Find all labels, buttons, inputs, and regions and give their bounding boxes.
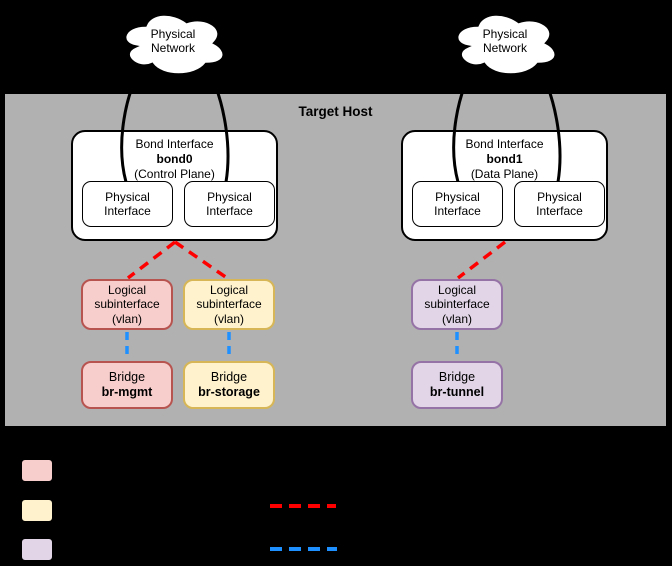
vlan-label: Logical subinterface (vlan) [424, 282, 490, 326]
physical-interface-label: Physical Interface [434, 190, 481, 218]
bond1-name: bond1 [486, 152, 523, 166]
legend-swatch-tunnel [21, 538, 53, 561]
vlan-box-tunnel: Logical subinterface (vlan) [411, 279, 503, 330]
bridge-title: Bridge [438, 370, 476, 384]
bond0-name: bond0 [156, 152, 193, 166]
bridge-name: br-storage [198, 385, 260, 399]
physical-interface-label: Physical Interface [104, 190, 151, 218]
bond0-physical-interface-1: Physical Interface [82, 181, 173, 227]
bond1-plane: (Data Plane) [470, 167, 539, 181]
bridge-name: br-tunnel [429, 385, 485, 399]
bridge-box-br-tunnel: Bridge br-tunnel [411, 361, 503, 409]
legend-swatch-mgmt [21, 459, 53, 482]
physical-interface-label: Physical Interface [206, 190, 253, 218]
bridge-box-br-storage: Bridge br-storage [183, 361, 275, 409]
bridge-title: Bridge [108, 370, 146, 384]
bridge-name: br-mgmt [101, 385, 153, 399]
bond1-physical-interface-2: Physical Interface [514, 181, 605, 227]
vlan-box-storage: Logical subinterface (vlan) [183, 279, 275, 330]
legend-swatch-storage [21, 499, 53, 522]
bridge-box-br-mgmt: Bridge br-mgmt [81, 361, 173, 409]
bond1-title: Bond Interface [465, 137, 544, 151]
target-host-title: Target Host [298, 104, 373, 119]
cloud-label-left: Physical Network [150, 27, 196, 55]
vlan-label: Logical subinterface (vlan) [94, 282, 160, 326]
bond1-physical-interface-1: Physical Interface [412, 181, 503, 227]
vlan-label: Logical subinterface (vlan) [196, 282, 262, 326]
physical-interface-label: Physical Interface [536, 190, 583, 218]
bond0-plane: (Control Plane) [134, 167, 215, 181]
bond0-physical-interface-2: Physical Interface [184, 181, 275, 227]
cloud-label-right: Physical Network [482, 27, 528, 55]
vlan-box-mgmt: Logical subinterface (vlan) [81, 279, 173, 330]
bridge-title: Bridge [210, 370, 248, 384]
bond0-title: Bond Interface [135, 137, 214, 151]
